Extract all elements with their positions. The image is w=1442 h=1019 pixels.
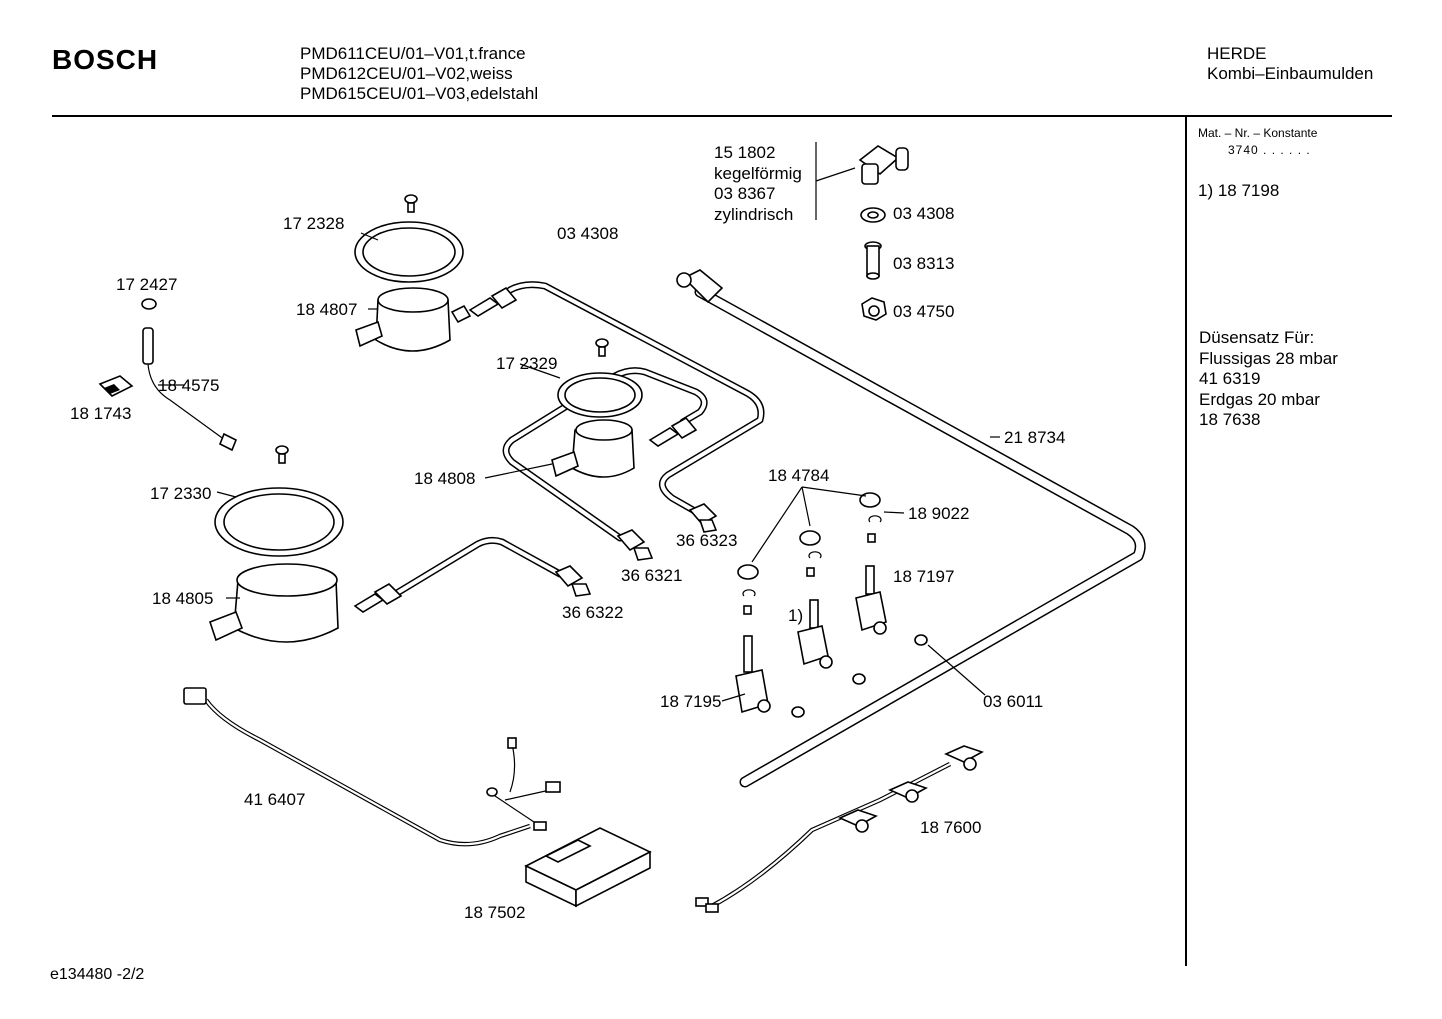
gas-tube-bottom: [388, 536, 564, 600]
part-label: 17 2329: [496, 354, 558, 373]
part-label: 21 8734: [1004, 428, 1066, 447]
brand-logo: BOSCH: [52, 44, 159, 75]
part-label: 18 7600: [920, 818, 982, 837]
document-id: e134480 -2/2: [50, 966, 145, 983]
part-label: 41 6407: [244, 790, 306, 809]
ignition-plug-184784: [737, 492, 881, 580]
connector-note: 15 1802 kegelförmig 03 8367 zylindrisch: [714, 143, 802, 225]
category-block: HERDE Kombi–Einbaumulden: [1207, 44, 1373, 84]
burner-housing-184807: [355, 287, 472, 352]
part-label: 36 6323: [676, 531, 738, 550]
category-subtitle: Kombi–Einbaumulden: [1207, 64, 1374, 83]
footnote: 1) 18 7198: [1198, 181, 1280, 200]
part-label: 18 7502: [464, 903, 526, 922]
category-title: HERDE: [1207, 44, 1267, 63]
gas-tube-top: [506, 281, 765, 518]
connector-note-line: 03 8367: [714, 184, 776, 203]
nozzle-set-line: Erdgas 20 mbar: [1199, 389, 1320, 409]
model-line: PMD611CEU/01–V01,t.france: [300, 44, 526, 63]
wiring-harness-416407: [183, 687, 561, 847]
connector-note-line: 15 1802: [714, 143, 776, 162]
hex-nut-034750: [861, 297, 887, 321]
part-label: 1): [788, 606, 804, 625]
screw-top-icon: [404, 194, 418, 213]
sleeve-nut-172427: [141, 298, 157, 310]
mat-number-header: Mat. – Nr. – Konstante: [1198, 126, 1318, 140]
part-label: 18 4808: [414, 469, 476, 488]
burner-housing-184805: [208, 563, 339, 643]
screw-middle-icon: [595, 338, 609, 357]
part-label: 18 9022: [908, 504, 970, 523]
nozzle-set-line: 41 6319: [1199, 369, 1261, 388]
leader-lines: [158, 142, 1000, 702]
mat-number-value: 3740 . . . . . .: [1228, 143, 1311, 157]
part-label: 18 7197: [893, 567, 955, 586]
part-label: 03 4750: [893, 302, 955, 321]
gas-rail-pipe: [676, 269, 1146, 788]
ignition-module-187502: [524, 827, 652, 908]
small-springs: [743, 533, 876, 615]
part-label: 18 7195: [660, 692, 722, 711]
burner-housing-184808: [551, 419, 635, 478]
seal-ring-034308: [860, 207, 886, 223]
connector-note-line: kegelförmig: [714, 163, 802, 183]
elbow-connector-151802: [858, 145, 909, 185]
retaining-clip-181743: [98, 375, 134, 397]
part-label: 03 4308: [893, 204, 955, 223]
part-label: 18 4805: [152, 589, 214, 608]
part-label: 03 4308: [557, 224, 619, 243]
part-label: 17 2328: [283, 214, 345, 233]
electrode-set-187600: [695, 745, 984, 913]
spring-clip-189022: [742, 515, 882, 597]
gas-valve-187195: [735, 635, 771, 714]
thermocouple-184575: [142, 327, 238, 452]
gasket-ring-172329: [557, 372, 643, 418]
part-label: 03 6011: [983, 692, 1044, 711]
model-line: PMD612CEU/01–V02,weiss: [300, 64, 513, 83]
part-label: 17 2427: [116, 275, 178, 294]
connector-note-line: zylindrisch: [714, 204, 794, 224]
nozzle-set-info: Düsensatz Für: Flussigas 28 mbar 41 6319…: [1199, 328, 1338, 431]
part-label: 18 4575: [158, 376, 220, 395]
gas-tube-middle: [502, 367, 708, 542]
nozzle-set-line: Flussigas 28 mbar: [1199, 348, 1338, 368]
gas-valve-187198: [797, 599, 833, 669]
gasket-ring-172328: [354, 221, 464, 283]
part-label: 17 2330: [150, 484, 212, 503]
tube-fittings: [353, 286, 718, 613]
gas-valve-187197: [855, 565, 887, 635]
model-line: PMD615CEU/01–V03,edelstahl: [300, 84, 539, 103]
nozzle-set-line: 18 7638: [1199, 410, 1261, 429]
gasket-ring-172330: [214, 487, 344, 557]
part-label: 18 4807: [296, 300, 358, 319]
part-label: 36 6321: [621, 566, 683, 585]
part-label: 18 1743: [70, 404, 132, 423]
part-label: 36 6322: [562, 603, 624, 622]
nozzle-set-title: Düsensatz Für:: [1199, 328, 1315, 347]
nozzle-sleeve-038313: [864, 241, 882, 280]
screw-bottom-icon: [275, 445, 289, 464]
o-rings-036011: [791, 634, 928, 718]
model-list: PMD611CEU/01–V01,t.france PMD612CEU/01–V…: [300, 44, 538, 104]
part-label: 03 8313: [893, 254, 955, 273]
part-label: 18 4784: [768, 466, 830, 485]
